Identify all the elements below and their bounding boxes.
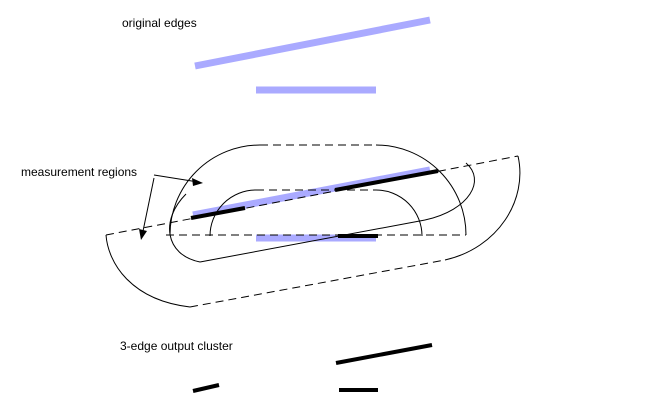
measurement-regions-label: measurement regions — [21, 165, 138, 179]
callout-arrow-upper-line — [153, 174, 199, 183]
middle-original-edge-long — [192, 166, 431, 219]
callout-arrow-lower-line — [141, 177, 155, 237]
output-edge-small — [192, 383, 220, 393]
region-short-edge-inner-right-arc — [375, 189, 423, 237]
region-long-edge-inner-bottom — [199, 219, 426, 263]
region-long-edge-right-arc — [444, 155, 521, 261]
region-long-edge-left-arc — [105, 234, 191, 308]
region-long-edge-top — [105, 155, 519, 236]
region-short-edge-outer — [260, 144, 467, 236]
original-edges-label: original edges — [122, 16, 197, 30]
measurement-regions-group — [105, 144, 521, 308]
output-cluster-label: 3-edge output cluster — [120, 339, 233, 353]
output-edge-long — [335, 343, 433, 365]
middle-output-edges — [190, 169, 439, 238]
region-long-edge-bottom — [189, 259, 446, 308]
callout-arrow-lower-head — [139, 229, 147, 240]
region-long-edge-inner-left-arc — [169, 193, 201, 263]
original-edges-group — [194, 16, 431, 94]
original-edge-long — [194, 16, 431, 70]
middle-output-edge-b — [334, 169, 439, 192]
output-cluster-group — [192, 343, 433, 393]
callout-arrows — [139, 174, 203, 240]
callout-arrow-upper-head — [192, 178, 203, 186]
region-long-edge-inner-right-arc — [424, 162, 475, 221]
region-short-edge-outer-left-arc — [169, 144, 261, 236]
region-short-edge-inner-left-arc — [209, 189, 257, 237]
